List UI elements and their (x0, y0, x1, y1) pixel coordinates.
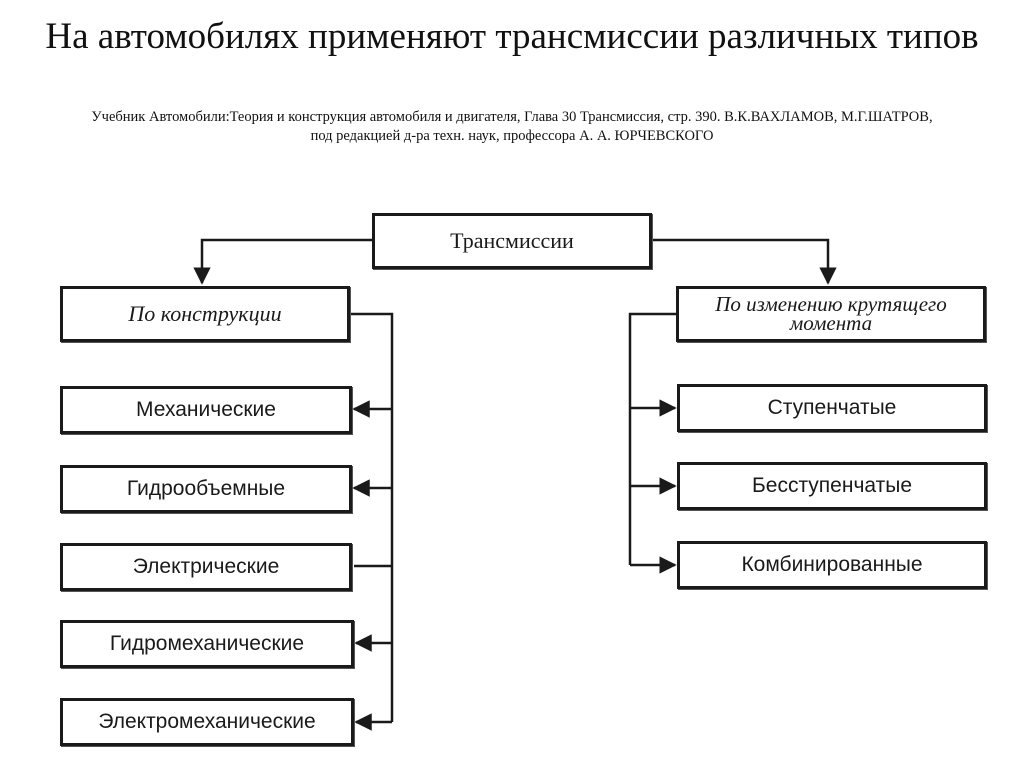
node-left-item-5-label: Электромеханические (98, 710, 316, 733)
node-left-item-3-label: Электрические (132, 555, 280, 578)
node-left-item-3: Электрические (60, 543, 352, 591)
node-left-item-5: Электромеханические (60, 698, 354, 746)
node-by-torque-change-label-1: По изменению крутящего (715, 292, 947, 316)
node-left-item-1: Механические (60, 386, 352, 434)
node-right-item-3: Комбинированные (677, 541, 987, 589)
connector-left-bus (350, 312, 394, 722)
node-by-construction: По конструкции (60, 286, 350, 342)
node-left-item-4: Гидромеханические (60, 620, 354, 668)
connector-root-right (651, 238, 837, 285)
node-left-item-2-label: Гидрообъемные (126, 477, 286, 500)
node-right-item-1-label: Ступенчатые (767, 396, 897, 419)
citation: Учебник Автомобили:Теория и конструкция … (0, 108, 1024, 146)
node-root-label: Трансмиссии (450, 228, 574, 253)
node-left-item-4-label: Гидромеханические (109, 632, 305, 655)
citation-line-1: Учебник Автомобили:Теория и конструкция … (91, 109, 933, 125)
node-right-item-2: Бесступенчатые (677, 462, 987, 510)
node-right-item-1: Ступенчатые (677, 384, 987, 432)
node-left-item-2: Гидрообъемные (60, 465, 352, 513)
node-left-item-1-label: Механические (136, 398, 276, 421)
node-by-torque-change-label-2: момента (789, 311, 873, 335)
connector-root-left (193, 238, 374, 285)
connector-right-bus (628, 312, 677, 565)
node-right-item-3-label: Комбинированные (741, 553, 923, 576)
node-by-construction-label: По конструкции (128, 301, 282, 326)
node-by-torque-change: По изменению крутящего момента (676, 286, 986, 342)
citation-line-2: под редакцией д-ра техн. наук, профессор… (310, 128, 714, 144)
node-root-transmissions: Трансмиссии (372, 213, 652, 269)
slide-title: На автомобилях применяют трансмиссии раз… (45, 16, 979, 57)
node-right-item-2-label: Бесступенчатые (751, 474, 912, 497)
